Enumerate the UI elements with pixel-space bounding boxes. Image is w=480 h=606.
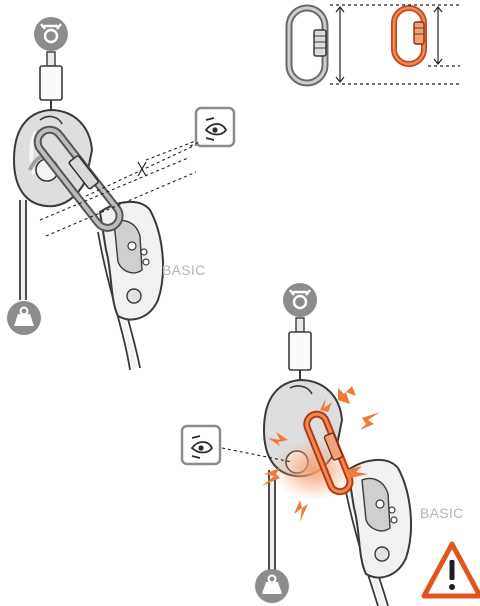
- basic-label-bottom: BASIC: [420, 505, 464, 521]
- load-weight-icon: [7, 301, 41, 335]
- top-connector: [47, 52, 55, 66]
- load-weight-icon: [255, 569, 289, 603]
- bottom-sling: [289, 332, 311, 370]
- eye-check-icon: [182, 426, 220, 464]
- carabiner-comparison: [289, 5, 460, 84]
- swivel-anchor-icon: [34, 17, 68, 51]
- top-assembly: [7, 17, 234, 370]
- grey-carabiner: [289, 8, 326, 83]
- eye-check-icon: [196, 108, 234, 146]
- basic-label-top: BASIC: [162, 262, 206, 278]
- swivel-anchor-icon: [283, 283, 317, 317]
- top-sling: [40, 66, 62, 100]
- bottom-ascender: [348, 460, 411, 578]
- orange-carabiner: [394, 8, 424, 64]
- gap-marker: [138, 162, 146, 176]
- warning-icon: [424, 544, 480, 596]
- bottom-assembly: [182, 283, 480, 606]
- top-ascender: [100, 202, 163, 320]
